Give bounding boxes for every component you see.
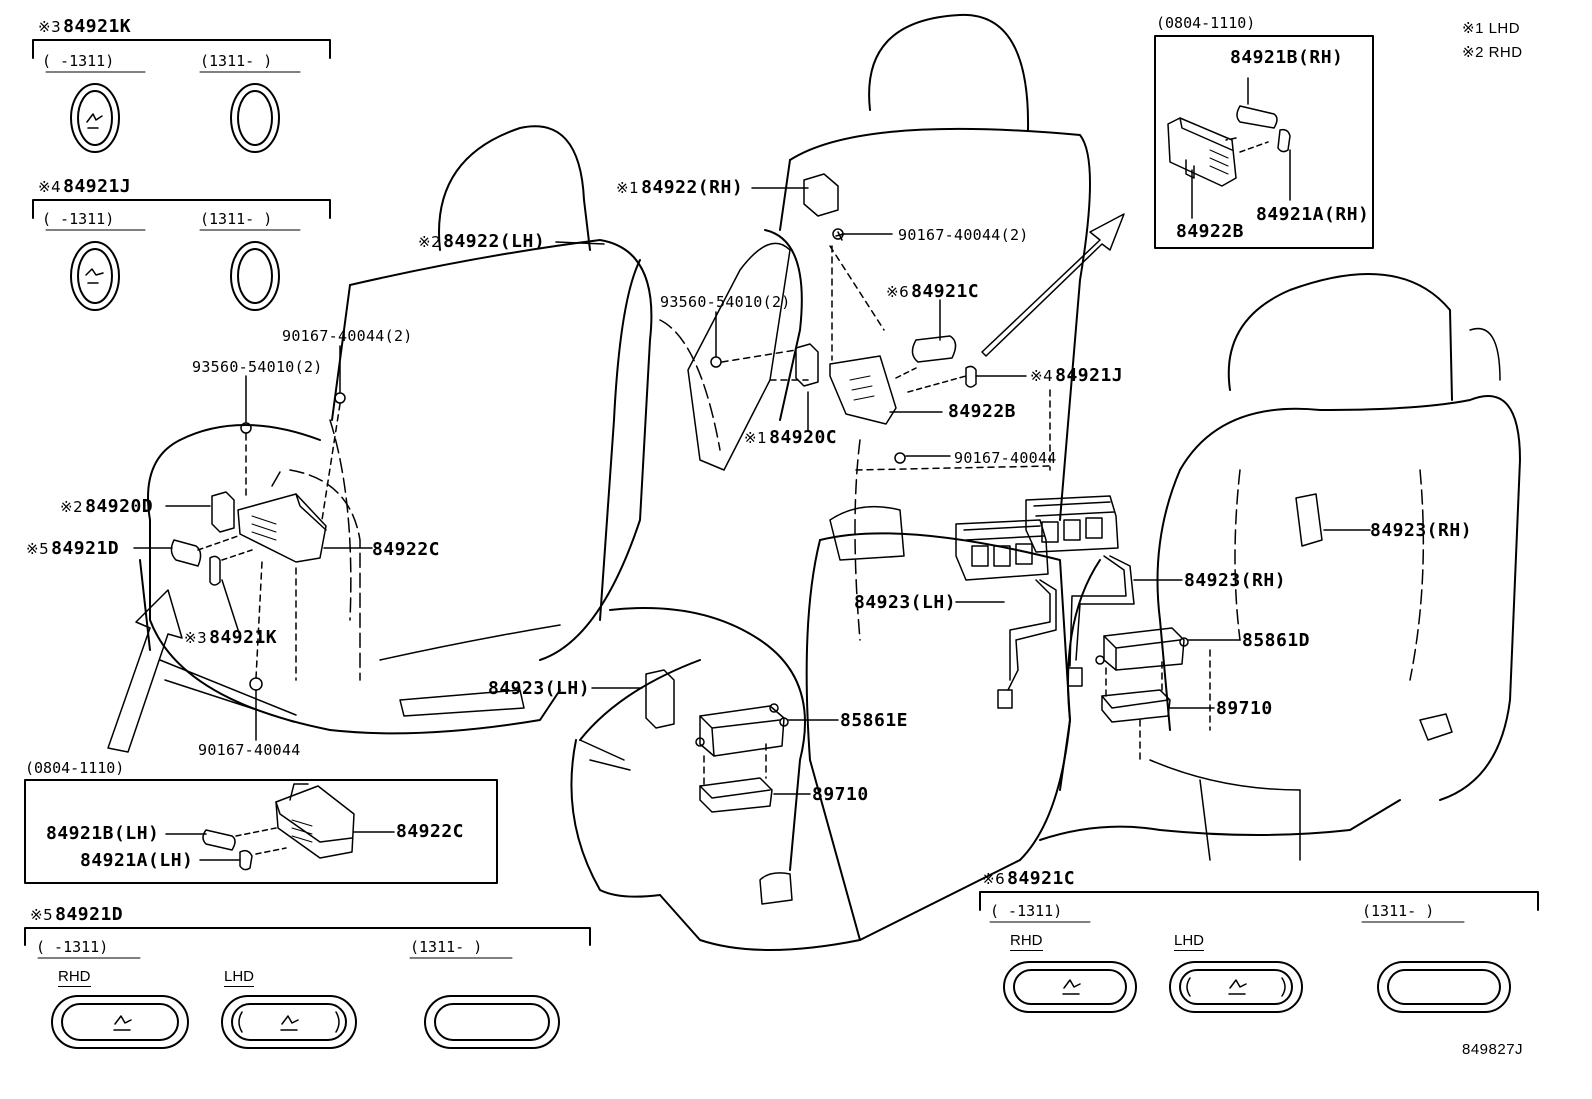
mark-4: ※4 [38,178,62,196]
label-84923-lh-mid: 84923(LH) [854,592,957,613]
group-c-period-old: ( -1311) [990,902,1063,920]
label-84922c: 84922C [372,539,441,560]
label-89710-right: 89710 [1216,698,1273,719]
group-c-rhd: RHD [1010,932,1043,951]
label-84923-lh-left: 84923(LH) [488,678,591,699]
label-93560-54010-2-mid: 93560-54010(2) [660,293,791,311]
group-c-period-new: (1311- ) [1362,902,1435,920]
middle-seat-switch-assembly [710,173,1051,471]
group-d-part: 84921D [55,904,124,925]
switch-d-new [424,995,560,1049]
middle-seat [570,13,1091,951]
note-lhd: ※1 LHD [1462,20,1521,37]
bracket-c [979,891,1539,923]
inset-left-84922c: 84922C [396,821,465,842]
inset-top-frame [1154,35,1374,249]
inset-left-84921b-lh: 84921B(LH) [46,823,160,844]
mark-6: ※6 [982,870,1006,888]
bracket-d [24,927,591,959]
right-control-units [1095,627,1211,761]
label-84922b: 84922B [948,401,1017,422]
switch-j-old [70,241,120,311]
mark-1: ※1 [616,179,640,197]
bracket-j [32,199,331,231]
label-84923-rh-right: 84923(RH) [1370,520,1473,541]
group-d-period-old: ( -1311) [36,938,109,956]
inset-top-parts [1167,105,1291,187]
label-90167-40044-2-left: 90167-40044(2) [282,327,413,345]
switch-c-lhd [1169,961,1303,1013]
figure-id: 849827J [1462,1041,1524,1058]
label-90167-40044-bottom: 90167-40044 [198,741,301,759]
label-90167-40044-2-top: 90167-40044(2) [898,226,1029,244]
arrow-left [107,589,183,753]
group-k-part: 84921K [63,16,132,37]
inset-top-84921b-rh: 84921B(RH) [1230,47,1344,68]
label-85861d: 85861D [1242,630,1311,651]
label-89710-left: 89710 [812,784,869,805]
group-k-period-old: ( -1311) [42,52,115,70]
inset-top-84922b: 84922B [1176,221,1245,242]
arrow-mid [981,213,1125,357]
inset-left-parts [202,783,355,871]
inset-top-period: (0804-1110) [1156,14,1256,32]
mark-3: ※3 [38,18,62,36]
note-rhd: ※2 RHD [1462,44,1523,61]
inset-top-84921a-rh: 84921A(RH) [1256,204,1370,225]
inset-left-period: (0804-1110) [25,759,125,777]
switch-j-new [230,241,280,311]
switch-d-lhd [221,995,357,1049]
group-k-period-new: (1311- ) [200,52,273,70]
right-seat [1039,273,1521,861]
switch-k-old [70,83,120,153]
group-d-rhd: RHD [58,968,91,987]
left-seat-switch-assembly [170,392,346,691]
group-d-period-new: (1311- ) [410,938,483,956]
group-j-part: 84921J [63,176,132,197]
group-j-period-new: (1311- ) [200,210,273,228]
leader-lines [133,77,1371,861]
label-85861e: 85861E [840,710,909,731]
group-j-period-old: ( -1311) [42,210,115,228]
inset-left-frame [24,779,498,884]
switch-c-new [1377,961,1511,1013]
label-93560-54010-2-left: 93560-54010(2) [192,358,323,376]
left-control-units [645,669,789,813]
bracket-k [32,39,331,73]
group-d-lhd: LHD [224,968,255,987]
mark-2: ※2 [418,233,442,251]
inset-left-84921a-lh: 84921A(LH) [80,850,194,871]
switch-k-new [230,83,280,153]
label-84923-rh-mid: 84923(RH) [1184,570,1287,591]
switch-c-rhd [1003,961,1137,1013]
group-c-lhd: LHD [1174,932,1205,951]
mark-5: ※5 [30,906,54,924]
switch-d-rhd [51,995,189,1049]
group-c-part: 84921C [1007,868,1076,889]
label-90167-40044-mid: 90167-40044 [954,449,1057,467]
